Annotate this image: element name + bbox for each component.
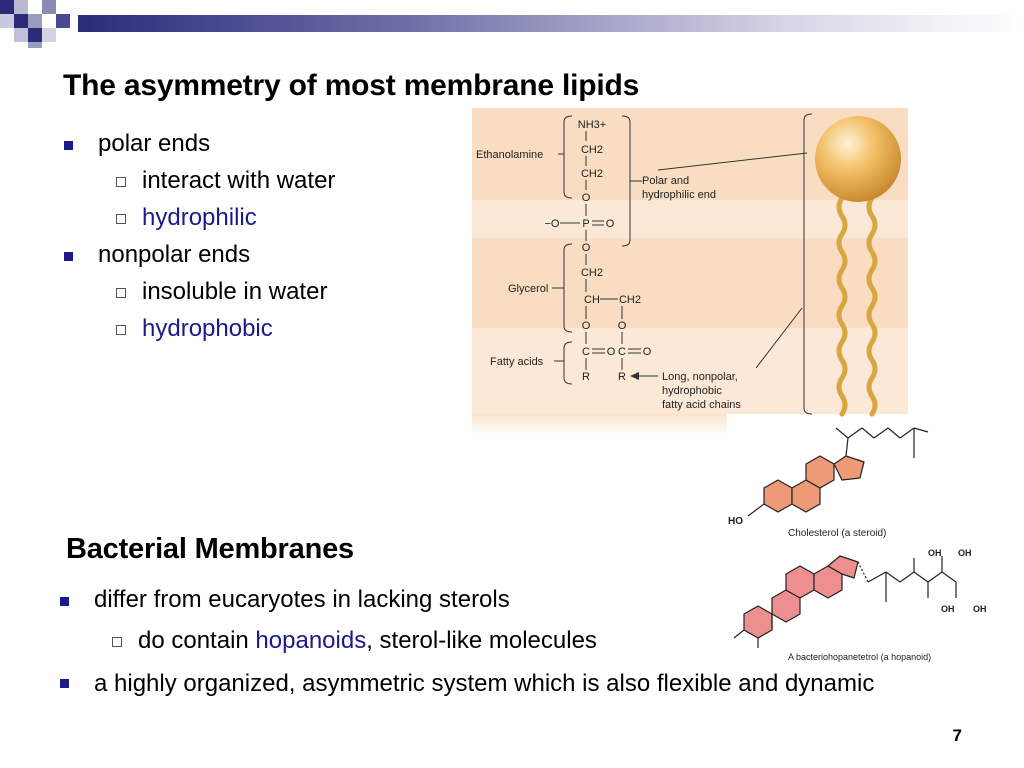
oxygen-atom: O (582, 320, 591, 332)
hopanoid-figure: OH OH OH OH A bacteriohopanetetrol (a ho… (733, 548, 987, 662)
hopanoid-suffix: , sterol-like molecules (366, 627, 597, 654)
list-item: insoluble in water (60, 277, 335, 307)
glycerol-label: Glycerol (508, 283, 548, 295)
nonpolar-label-line3: fatty acid chains (662, 399, 741, 411)
header-decoration (0, 0, 1024, 48)
ch2-group: CH2 (581, 168, 603, 180)
lipid-tails (836, 195, 878, 417)
list-item: nonpolar ends (60, 240, 335, 270)
phospholipid-figure: Ethanolamine Glycerol Fatty acids Polar … (472, 108, 908, 434)
oh-label: OH (928, 548, 942, 558)
oh-label: OH (973, 604, 987, 614)
nonpolar-label-line1: Long, nonpolar, (662, 371, 738, 383)
oxygen-atom: O (643, 346, 652, 358)
ethanolamine-label: Ethanolamine (476, 149, 543, 161)
section-title: Bacterial Membranes (66, 533, 354, 565)
ch-group: CH (584, 294, 600, 306)
oxygen-atom: O (582, 192, 591, 204)
oxygen-atom: O (618, 320, 627, 332)
list-item: hydrophobic (60, 314, 335, 344)
ch2-group: CH2 (619, 294, 641, 306)
polar-head-ball (815, 116, 901, 202)
carbon-atom: C (582, 346, 590, 358)
oxygen-atom: O (607, 346, 616, 358)
hydroxyl-label: HO (728, 516, 743, 527)
ch2-group: CH2 (581, 267, 603, 279)
bacteria-bullet-list: differ from eucaryotes in lacking sterol… (56, 585, 926, 700)
r-group: R (582, 371, 590, 383)
hopanoid-term: hopanoids (255, 627, 367, 654)
cholesterol-figure: HO Cholesterol (a steroid) (728, 427, 929, 539)
oxygen-atom: O (582, 242, 591, 254)
slide-title: The asymmetry of most membrane lipids (63, 69, 640, 102)
hopanoid-caption: A bacteriohopanetetrol (a hopanoid) (788, 652, 931, 662)
ch2-group: CH2 (581, 144, 603, 156)
list-item: polar ends (60, 129, 335, 159)
oxygen-atom: O (606, 218, 615, 230)
nonpolar-label-line2: hydrophobic (662, 385, 722, 397)
list-item: hydrophilic (60, 203, 335, 233)
polar-label-line2: hydrophilic end (642, 189, 716, 201)
oh-label: OH (941, 604, 955, 614)
list-item: interact with water (60, 166, 335, 196)
polar-label-line1: Polar and (642, 175, 689, 187)
lipid-bullet-list: polar ends interact with water hydrophil… (60, 129, 335, 344)
fatty-acids-label: Fatty acids (490, 356, 544, 368)
negative-oxygen: −O (545, 218, 560, 230)
oh-label: OH (958, 548, 972, 558)
page-number: 7 (952, 726, 962, 745)
list-item: do contain hopanoids, sterol-like molecu… (56, 626, 926, 656)
hopanoid-prefix: do contain (138, 627, 256, 654)
carbon-atom: C (618, 346, 626, 358)
phosphorus-atom: P (582, 218, 589, 230)
list-item: differ from eucaryotes in lacking sterol… (56, 585, 926, 615)
cholesterol-caption: Cholesterol (a steroid) (788, 528, 886, 539)
r-group: R (618, 371, 626, 383)
nh3-group: NH3+ (578, 119, 606, 131)
list-item: a highly organized, asymmetric system wh… (56, 667, 926, 700)
